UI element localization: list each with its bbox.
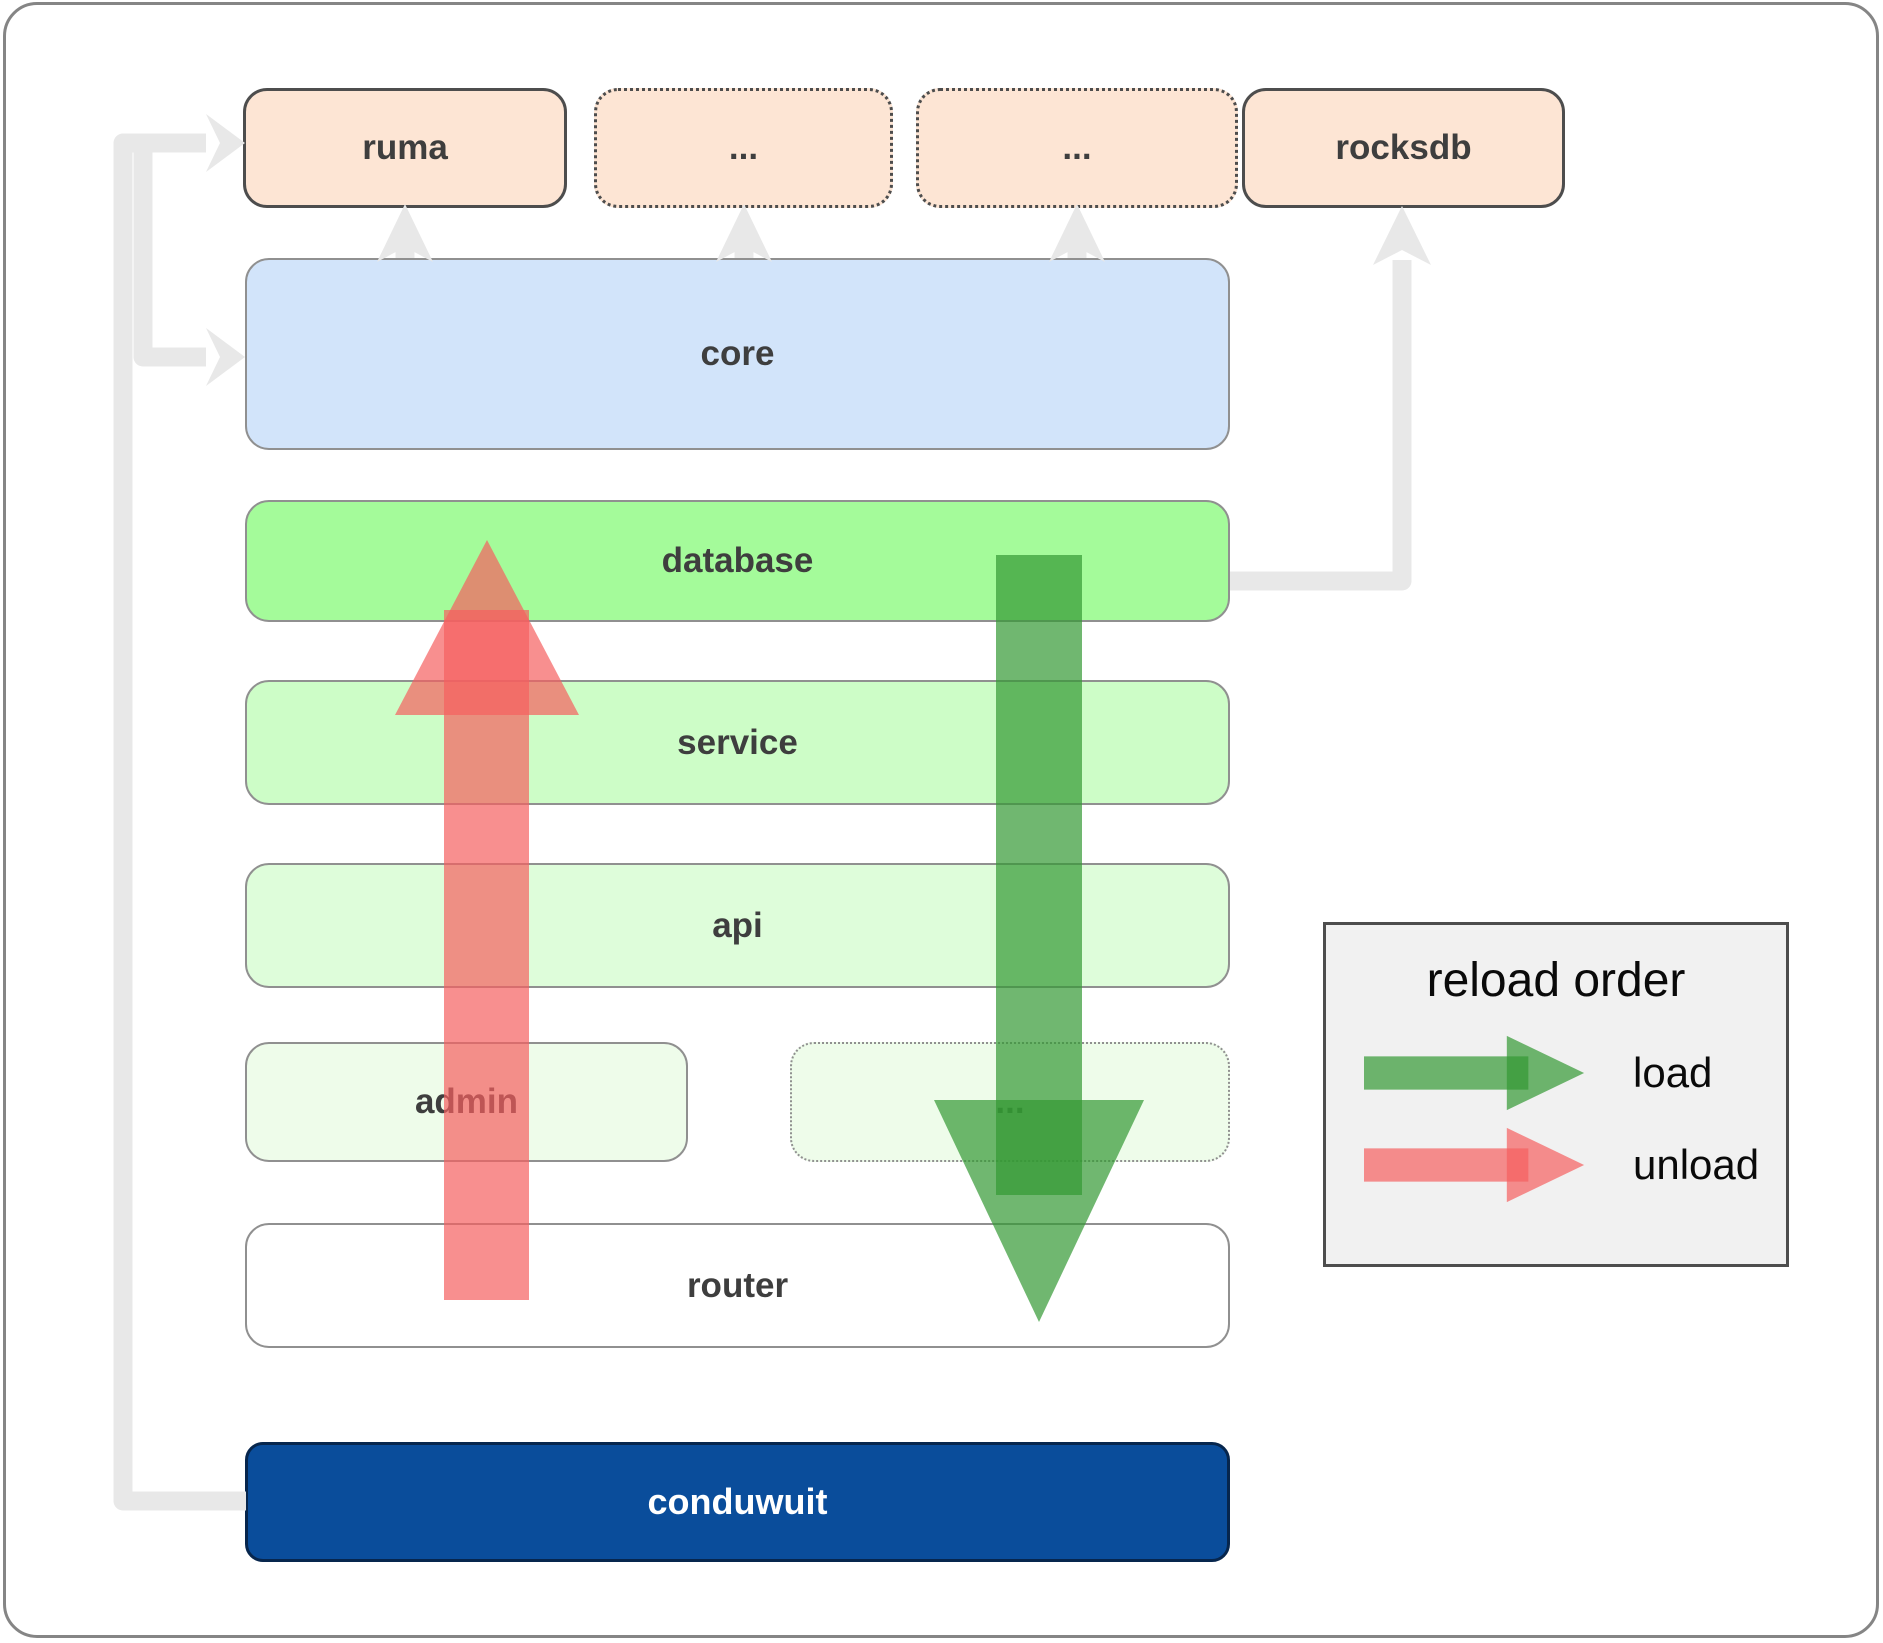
node-services-ellipsis-label: ... bbox=[995, 1082, 1025, 1121]
node-services-ellipsis: ... bbox=[790, 1042, 1230, 1162]
node-ruma: ruma bbox=[243, 88, 567, 208]
node-admin-label: admin bbox=[414, 1082, 519, 1121]
node-api: api bbox=[245, 863, 1230, 988]
legend-row-unload: unload bbox=[1364, 1125, 1759, 1205]
node-dependency-ellipsis-1: ... bbox=[594, 88, 893, 208]
legend-load-label: load bbox=[1633, 1049, 1713, 1096]
node-admin: admin bbox=[245, 1042, 688, 1162]
node-router: router bbox=[245, 1223, 1230, 1348]
legend-unload-label: unload bbox=[1633, 1141, 1760, 1188]
node-service: service bbox=[245, 680, 1230, 805]
node-conduwuit-label: conduwuit bbox=[647, 1481, 828, 1522]
legend-reload-order: reload order load unload bbox=[1323, 922, 1789, 1267]
legend-title: reload order bbox=[1426, 954, 1686, 1007]
node-core: core bbox=[245, 258, 1230, 450]
node-rocksdb: rocksdb bbox=[1242, 88, 1565, 208]
node-router-label: router bbox=[686, 1265, 789, 1305]
node-dependency-ellipsis-2-label: ... bbox=[1062, 128, 1092, 167]
node-rocksdb-label: rocksdb bbox=[1335, 128, 1472, 167]
outer-frame bbox=[3, 2, 1879, 1638]
node-conduwuit: conduwuit bbox=[245, 1442, 1230, 1562]
node-dependency-ellipsis-2: ... bbox=[916, 88, 1238, 208]
node-core-label: core bbox=[700, 334, 775, 373]
node-service-label: service bbox=[677, 722, 798, 762]
node-database-label: database bbox=[661, 541, 814, 580]
node-api-label: api bbox=[712, 905, 763, 945]
legend-row-load: load bbox=[1364, 1033, 1712, 1113]
unload-arrow-icon bbox=[1364, 1127, 1585, 1203]
node-ruma-label: ruma bbox=[362, 128, 448, 167]
node-dependency-ellipsis-1-label: ... bbox=[728, 128, 759, 167]
load-arrow-icon bbox=[1364, 1035, 1585, 1111]
node-database: database bbox=[245, 500, 1230, 622]
